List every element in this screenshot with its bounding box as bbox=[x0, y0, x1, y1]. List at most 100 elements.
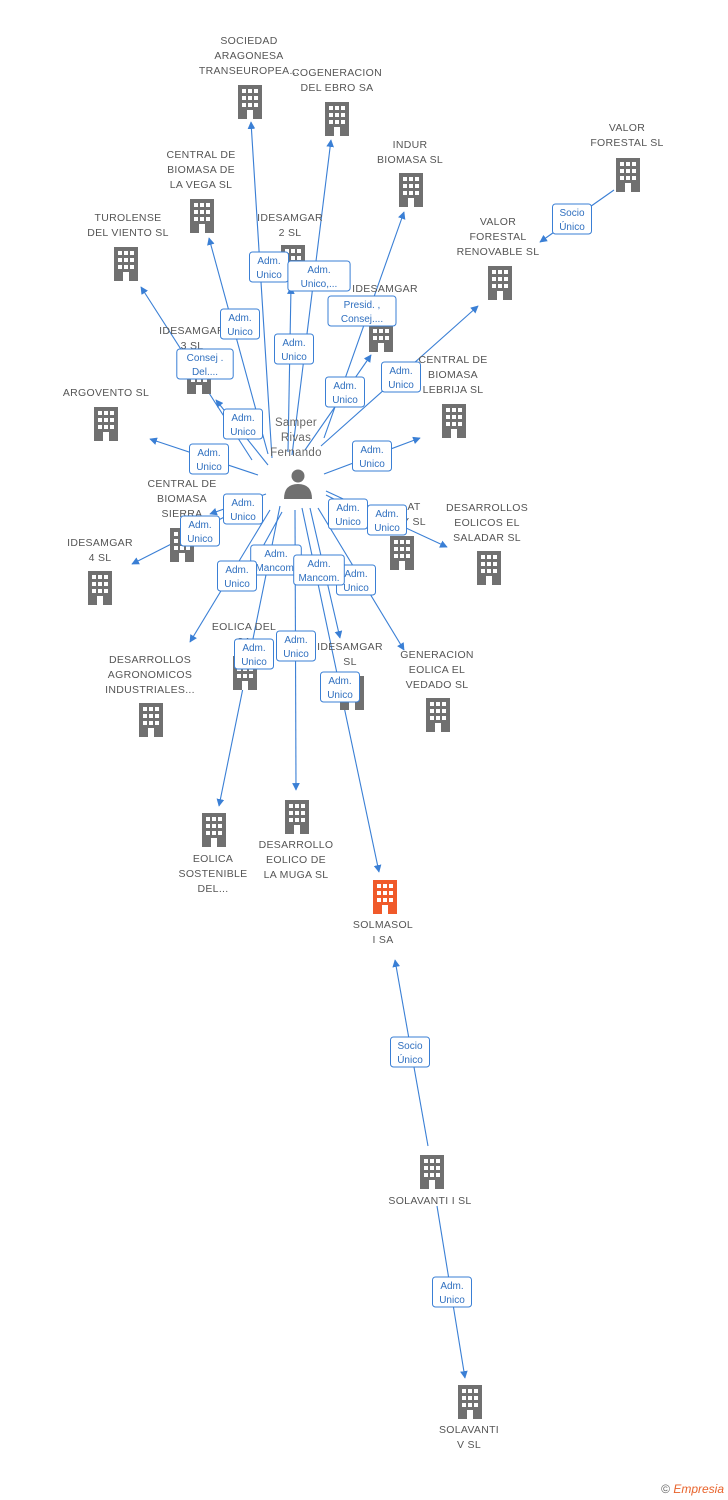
company-name-line: DESARROLLO bbox=[259, 839, 334, 851]
relation-label-text: Adm. bbox=[228, 313, 251, 324]
company-name-line: LEBRIJA SL bbox=[423, 384, 484, 396]
company-name-line: AT bbox=[407, 501, 421, 513]
relation-label-text: Adm. bbox=[284, 635, 307, 646]
company-name-line: COGENERACION bbox=[292, 67, 382, 79]
relation-label[interactable]: Presid. ,Consej.... bbox=[327, 295, 397, 327]
relation-label[interactable]: Adm.Unico bbox=[234, 638, 274, 670]
building-icon bbox=[420, 1155, 444, 1189]
relation-label[interactable]: Adm. Unico bbox=[328, 498, 368, 530]
person-icon bbox=[284, 469, 312, 499]
building-icon bbox=[285, 800, 309, 834]
relation-label-text: Adm. bbox=[264, 549, 287, 560]
relation-label[interactable]: Adm.Unico bbox=[180, 515, 220, 547]
company-name-line: SOLAVANTI bbox=[439, 1424, 499, 1436]
relation-label-box bbox=[217, 560, 257, 592]
relation-label[interactable]: Adm.Unico bbox=[223, 408, 263, 440]
company-node-at-sl[interactable]: ATY SL bbox=[390, 501, 426, 570]
relation-edge bbox=[287, 286, 295, 453]
company-name-line: LA MUGA SL bbox=[264, 869, 329, 881]
building-icon bbox=[442, 404, 466, 438]
relation-label-box bbox=[276, 630, 316, 662]
relation-label[interactable]: Consej .Del.... bbox=[176, 348, 234, 380]
relation-label-text: Presid. , bbox=[344, 300, 381, 311]
relation-label[interactable]: Adm. Unico bbox=[352, 440, 392, 472]
company-node-idesamgar-r[interactable]: IDESAMGAR bbox=[352, 283, 418, 352]
relation-label-text: Unico bbox=[230, 427, 256, 438]
relation-label[interactable]: Adm.Unico bbox=[381, 361, 421, 393]
relation-label-box bbox=[274, 333, 314, 365]
relation-label-text: Unico bbox=[359, 459, 385, 470]
relation-label[interactable]: Adm.Mancom. bbox=[293, 554, 345, 586]
company-name-line: IDESAMGAR bbox=[257, 212, 323, 224]
person-name-line: Rivas bbox=[281, 432, 311, 444]
company-name-line: LA VEGA SL bbox=[170, 179, 233, 191]
relation-label-text: Unico bbox=[227, 327, 253, 338]
relation-label-text: Adm. bbox=[328, 676, 351, 687]
relation-label[interactable]: Adm.Unico bbox=[223, 493, 263, 525]
company-node-sociedad[interactable]: SOCIEDADARAGONESATRANSEUROPEA... bbox=[199, 35, 299, 119]
relation-label-text: Único bbox=[397, 1053, 423, 1066]
relation-label[interactable]: Adm.Unico bbox=[276, 630, 316, 662]
relation-label-box bbox=[352, 440, 392, 472]
relation-label-box bbox=[328, 498, 368, 530]
relation-label-box bbox=[293, 554, 345, 586]
company-node-argovento[interactable]: ARGOVENTO SL bbox=[63, 387, 149, 441]
relation-label[interactable]: Adm.Unico bbox=[432, 1276, 472, 1308]
relation-label[interactable]: Adm.Mancom. bbox=[250, 544, 302, 576]
relation-label[interactable]: Adm.Unico bbox=[217, 560, 257, 592]
company-name-line: RENOVABLE SL bbox=[457, 246, 540, 258]
building-icon bbox=[458, 1385, 482, 1419]
relation-label-text: Adm. bbox=[360, 445, 383, 456]
company-name-line: SOCIEDAD bbox=[220, 35, 277, 47]
relation-label[interactable]: Adm.Unico bbox=[189, 443, 229, 475]
building-icon bbox=[94, 407, 118, 441]
building-icon bbox=[139, 703, 163, 737]
relation-label-text: Unico bbox=[335, 517, 361, 528]
building-icon bbox=[373, 880, 397, 914]
relation-label-text: Adm. bbox=[336, 503, 359, 514]
relation-label[interactable]: Adm. Unico bbox=[220, 308, 260, 340]
relation-label-text: Unico bbox=[388, 380, 414, 391]
relation-label-text: Adm. bbox=[188, 520, 211, 531]
company-name-line: INDUSTRIALES... bbox=[105, 684, 195, 696]
company-name-line: CENTRAL DE bbox=[147, 478, 216, 490]
relation-label[interactable]: Adm.Unico bbox=[325, 376, 365, 408]
company-node-eolica-sostenible[interactable]: EOLICASOSTENIBLEDEL... bbox=[179, 813, 248, 895]
relation-label-box bbox=[552, 203, 592, 235]
relation-label-box bbox=[176, 348, 234, 380]
company-name-line: SL bbox=[343, 656, 356, 668]
relation-label[interactable]: Adm.Unico bbox=[367, 504, 407, 536]
relation-label[interactable]: Adm.Unico bbox=[274, 333, 314, 365]
relation-label-text: Unico bbox=[196, 462, 222, 473]
person-name-line: Samper bbox=[275, 417, 317, 429]
relation-label-box bbox=[327, 295, 397, 327]
relation-label[interactable]: Adm.Unico bbox=[249, 251, 289, 283]
relation-label-text: Adm. bbox=[307, 265, 330, 276]
relation-label[interactable]: Adm.Unico,... bbox=[287, 260, 351, 292]
relation-label-box bbox=[189, 443, 229, 475]
company-node-solavanti-ii[interactable]: SOLAVANTI I SL bbox=[388, 1155, 471, 1207]
company-name-line: EOLICOS EL bbox=[454, 517, 519, 529]
brand-logo[interactable]: Empresia bbox=[673, 1482, 724, 1496]
company-node-agronomicos[interactable]: DESARROLLOSAGRONOMICOSINDUSTRIALES... bbox=[105, 654, 195, 737]
relation-label[interactable]: Adm.Unico bbox=[320, 671, 360, 703]
